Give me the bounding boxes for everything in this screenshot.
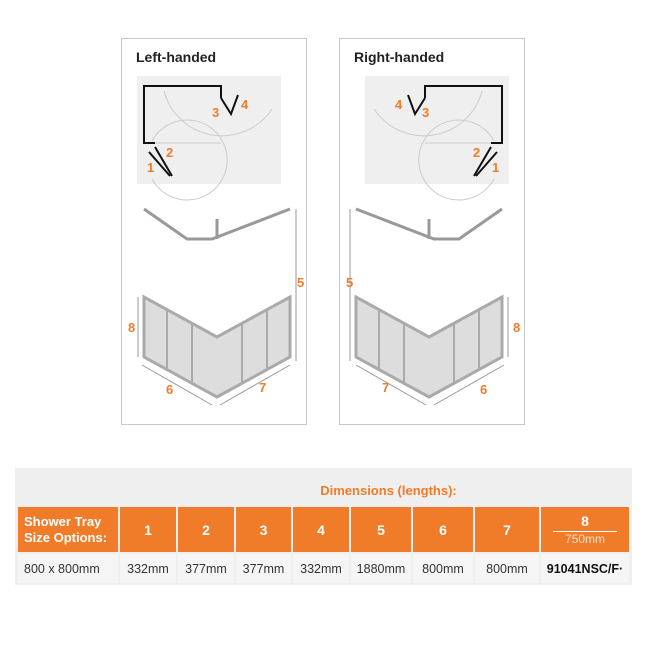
- panel-title: Right-handed: [354, 49, 445, 65]
- svg-text:8: 8: [128, 320, 135, 335]
- header-cell: 4: [293, 507, 349, 552]
- svg-text:4: 4: [395, 97, 403, 112]
- table-title: Dimensions (lengths):: [320, 483, 457, 498]
- svg-text:1: 1: [147, 160, 154, 175]
- svg-text:3: 3: [422, 105, 429, 120]
- left-handed-diagram: 12 3 4 5 6 7 8: [128, 76, 304, 406]
- right-handed-labels: 12 3 4 5 6 7 8: [346, 97, 520, 397]
- svg-text:8: 8: [513, 320, 520, 335]
- header-cell-8-label: 8: [581, 513, 589, 529]
- header-cell: 7: [475, 507, 539, 552]
- table-cell: 332mm: [120, 554, 176, 583]
- svg-text:2: 2: [473, 145, 480, 160]
- table-row: 800 x 800mm 332mm 377mm 377mm 332mm 1880…: [18, 554, 629, 583]
- svg-text:1: 1: [492, 160, 499, 175]
- header-cell: 2: [178, 507, 234, 552]
- svg-text:5: 5: [297, 275, 304, 290]
- header-cell: Shower Tray Size Options:: [18, 507, 118, 552]
- header-cell: 3: [236, 507, 291, 552]
- panel-title: Left-handed: [136, 49, 217, 65]
- header-cell: 5: [351, 507, 411, 552]
- table-cell: 332mm: [293, 554, 349, 583]
- header-cell-8-sub: 750mm: [552, 531, 617, 546]
- svg-text:4: 4: [241, 97, 249, 112]
- table-cell: 800 x 800mm: [18, 554, 118, 583]
- product-code: 91041NSC/F·: [541, 554, 629, 583]
- table-cell: 800mm: [413, 554, 473, 583]
- svg-text:6: 6: [166, 382, 173, 397]
- table-cell: 800mm: [475, 554, 539, 583]
- header-cell: 6: [413, 507, 473, 552]
- dimensions-table: Dimensions (lengths): Shower Tray Size O…: [15, 468, 632, 585]
- svg-text:2: 2: [166, 145, 173, 160]
- table-cell: 377mm: [178, 554, 234, 583]
- svg-text:5: 5: [346, 275, 353, 290]
- svg-text:3: 3: [212, 105, 219, 120]
- right-handed-diagram: [349, 76, 509, 406]
- svg-text:6: 6: [480, 382, 487, 397]
- svg-text:7: 7: [382, 380, 389, 395]
- table-cell: 377mm: [236, 554, 291, 583]
- table-cell: 1880mm: [351, 554, 411, 583]
- svg-text:7: 7: [259, 380, 266, 395]
- header-cell: 1: [120, 507, 176, 552]
- header-cell-8: 8 750mm: [541, 507, 629, 552]
- table-header-row: Shower Tray Size Options: 1 2 3 4 5 6 7 …: [18, 507, 629, 552]
